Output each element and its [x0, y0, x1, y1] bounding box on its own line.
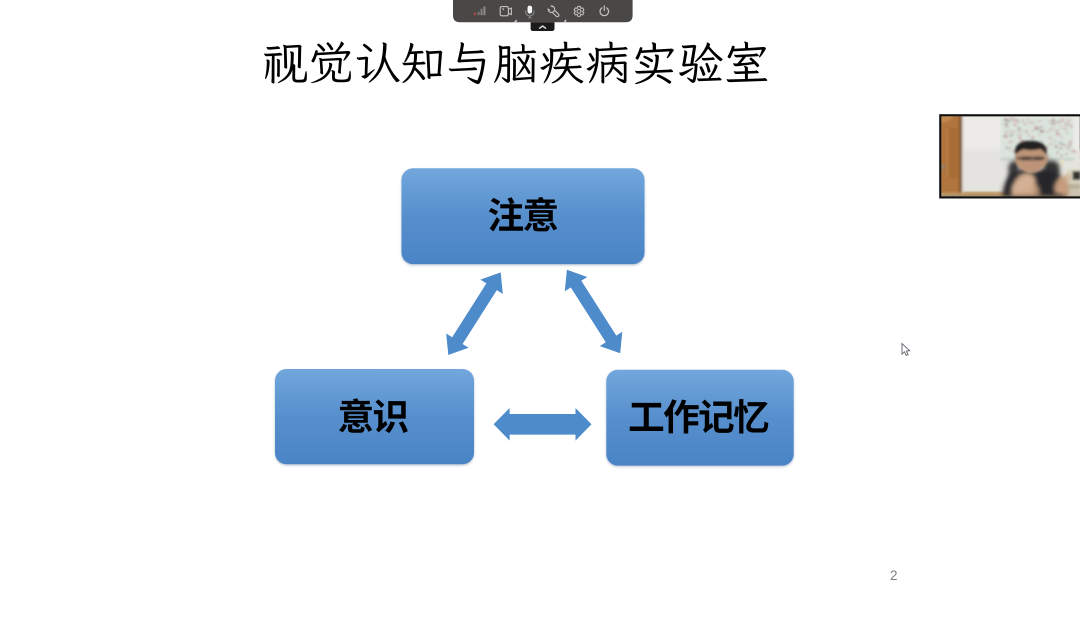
svg-text:2: 2 — [890, 568, 898, 583]
